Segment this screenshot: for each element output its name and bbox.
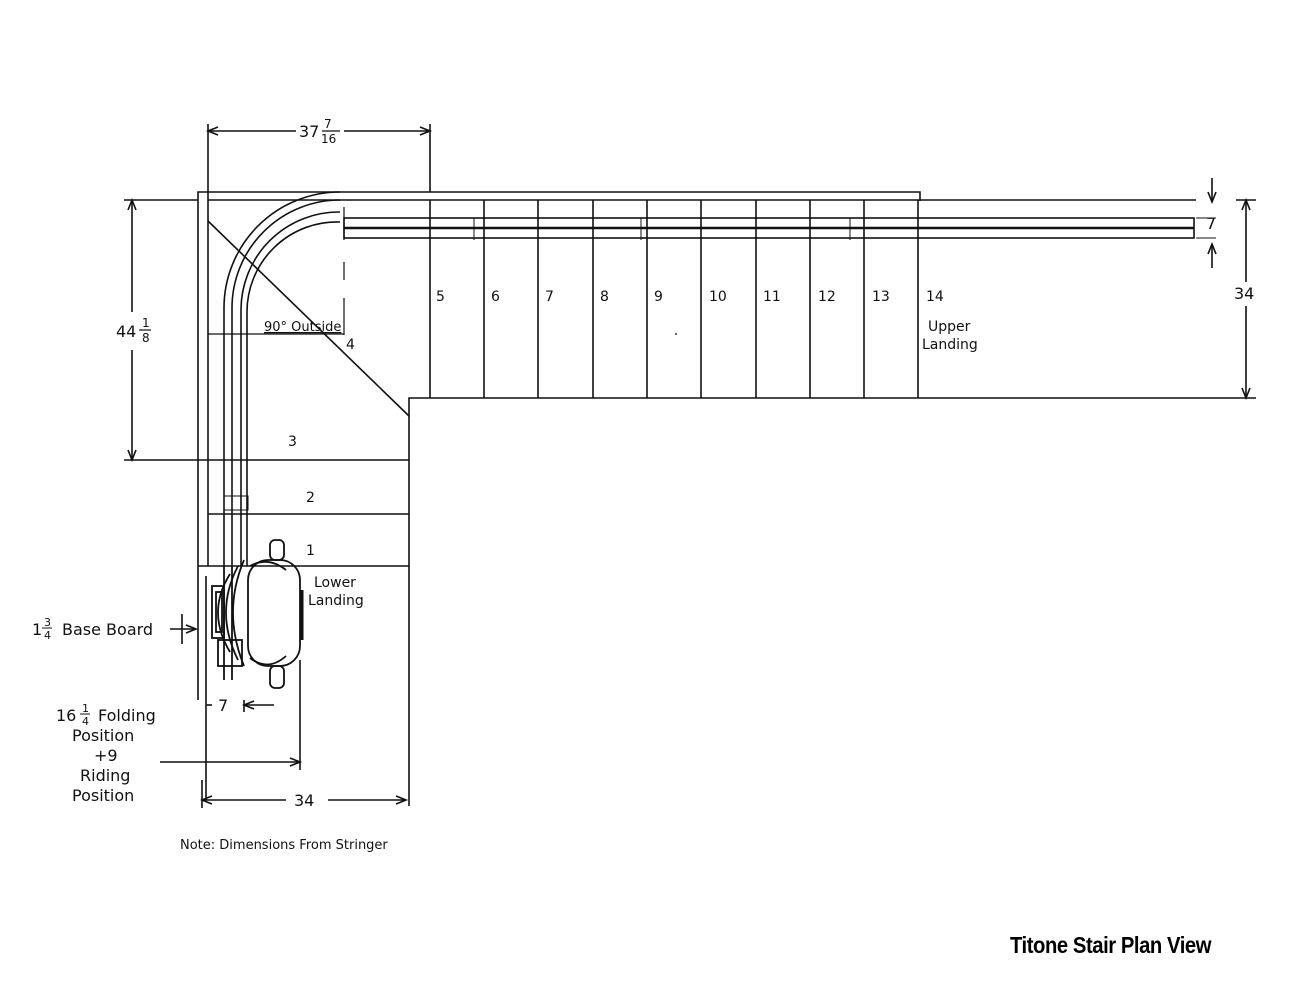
svg-text:4: 4 [82, 715, 89, 728]
svg-text:37: 37 [299, 122, 319, 141]
svg-text:16: 16 [321, 132, 336, 146]
step-number: 10 [709, 289, 727, 305]
rail-curve-inner [240, 211, 341, 566]
step-number: 9 [654, 289, 663, 305]
step-number: 1 [306, 543, 315, 559]
lower-landing-label: Lower [314, 575, 356, 591]
svg-text:Position: Position [72, 786, 134, 805]
svg-text:1: 1 [142, 316, 150, 330]
lower-landing-label: Landing [308, 593, 364, 609]
stair-lower-corner [198, 397, 920, 567]
upper-landing-label: Upper [928, 319, 971, 335]
rail-curve-innermost [246, 221, 341, 566]
diagonal-winder [207, 220, 410, 417]
svg-text:1: 1 [32, 620, 42, 639]
step-number: 8 [600, 289, 609, 305]
svg-text:4: 4 [44, 629, 51, 642]
svg-text:1: 1 [82, 702, 89, 715]
outside-angle-label: 90° Outside [264, 320, 341, 335]
svg-text:8: 8 [142, 331, 150, 345]
svg-text:3: 3 [44, 616, 51, 629]
bottom-dimension-label: 34 [294, 791, 314, 810]
svg-text:+9: +9 [94, 746, 118, 765]
left-dimension-label: 44 1 8 [116, 316, 151, 345]
rail-curve-outer [223, 191, 341, 566]
stair-outline [197, 191, 921, 566]
step-number: 4 [346, 337, 355, 353]
svg-text:16: 16 [56, 706, 76, 725]
step-number: 2 [306, 490, 315, 506]
svg-text:Position: Position [72, 726, 134, 745]
step-number: 3 [288, 434, 297, 450]
step-number: 14 [926, 289, 944, 305]
caption: Titone Stair Plan View [1010, 932, 1212, 958]
rail-curve-mid [231, 199, 341, 566]
step-number: 6 [491, 289, 500, 305]
base-board-label: 1 3 4 Base Board [32, 616, 153, 642]
step-number: 11 [763, 289, 781, 305]
step-number: 5 [436, 289, 445, 305]
right-dimension-label: 34 [1234, 284, 1254, 303]
svg-text:Base Board: Base Board [62, 620, 153, 639]
svg-text:Folding: Folding [98, 706, 156, 725]
svg-text:Riding: Riding [80, 766, 130, 785]
top-dimension-label: 37 7 16 [299, 117, 340, 146]
note-label: Note: Dimensions From Stringer [180, 838, 388, 853]
svg-text:44: 44 [116, 322, 136, 341]
step-number: 12 [818, 289, 836, 305]
rail-width-label: 7 [1206, 214, 1216, 233]
stairlift-chair-icon [211, 539, 304, 689]
step-number: 7 [545, 289, 554, 305]
svg-text:7: 7 [324, 117, 332, 131]
chair-offset-label: 7 [218, 696, 228, 715]
step-number: 13 [872, 289, 890, 305]
upper-landing-label: Landing [922, 337, 978, 353]
folding-position-label: 16 1 4 Folding Position +9 Riding Positi… [56, 702, 156, 805]
